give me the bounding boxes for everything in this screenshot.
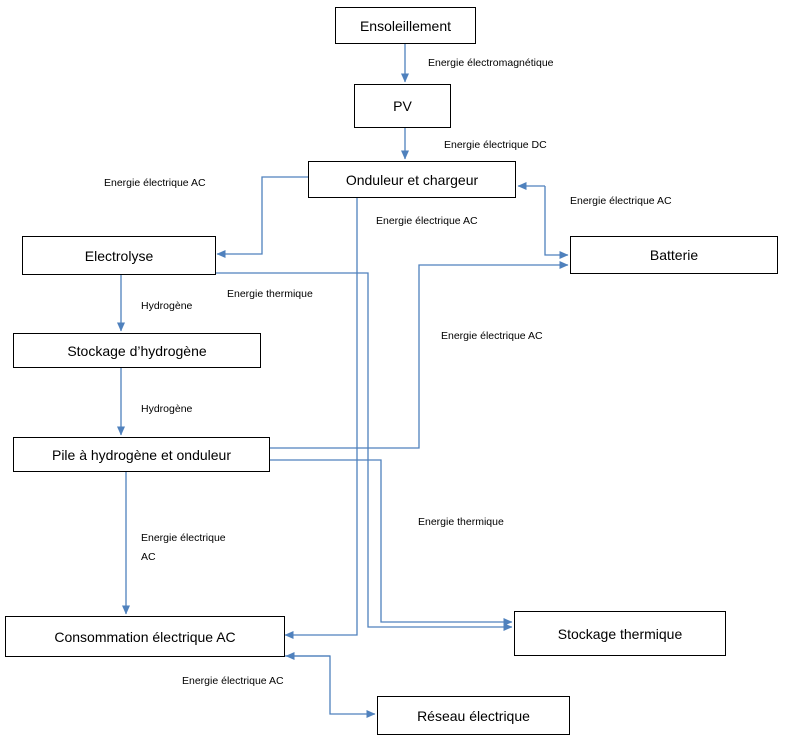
node-consommation-label: Consommation électrique AC [54,628,236,645]
arrow-pile-thermique [270,459,513,626]
node-stockage-thermique-label: Stockage thermique [557,625,683,642]
arrow-pile-batterie [270,261,569,449]
label-ac-consommation: Energie électrique AC [376,215,478,227]
node-pv-label: PV [393,98,412,114]
node-stockage-hydrogene-label: Stockage d’hydrogène [67,342,207,359]
node-batterie-label: Batterie [649,247,699,263]
label-hydrogene-1: Hydrogène [141,300,193,312]
arrow-onduleur-electrolyse [216,176,308,258]
node-reseau-label: Réseau électrique [417,707,530,724]
node-batterie: Batterie [570,236,778,274]
node-stockage-thermique: Stockage thermique [514,611,726,656]
node-onduleur-chargeur: Onduleur et chargeur [308,161,516,198]
arrow-onduleur-batterie [544,186,569,259]
label-energie-electromagnetique: Energie électromagnétique [428,57,554,69]
label-thermique-electrolyse: Energie thermique [227,288,313,300]
node-pv: PV [354,84,451,128]
node-electrolyse: Electrolyse [22,236,216,275]
node-electrolyse-label: Electrolyse [84,247,154,264]
arrow-onduleur-consommation [284,198,358,639]
node-consommation: Consommation électrique AC [5,616,285,657]
label-ac-reseau: Energie électrique AC [182,675,284,687]
label-ac-pile-consommation-1: Energie électrique [141,532,226,544]
label-ac-pile-consommation-2: AC [141,551,156,563]
label-energie-dc: Energie électrique DC [444,139,547,151]
node-reseau: Réseau électrique [377,696,570,735]
node-pile-hydrogene-label: Pile à hydrogène et onduleur [51,446,232,463]
arrow-consommation-reseau [285,655,376,718]
arrow-electrolyse-thermique [216,272,513,631]
node-ensoleillement: Ensoleillement [335,7,476,44]
node-pile-hydrogene: Pile à hydrogène et onduleur [13,437,270,472]
label-ac-pile-batterie: Energie électrique AC [441,330,543,342]
label-hydrogene-2: Hydrogène [141,403,193,415]
label-thermique-pile: Energie thermique [418,516,504,528]
node-stockage-hydrogene: Stockage d’hydrogène [13,333,261,368]
node-ensoleillement-label: Ensoleillement [359,17,452,34]
node-onduleur-chargeur-label: Onduleur et chargeur [345,171,479,188]
label-ac-electrolyse: Energie électrique AC [104,177,206,189]
label-ac-batterie: Energie électrique AC [570,195,672,207]
